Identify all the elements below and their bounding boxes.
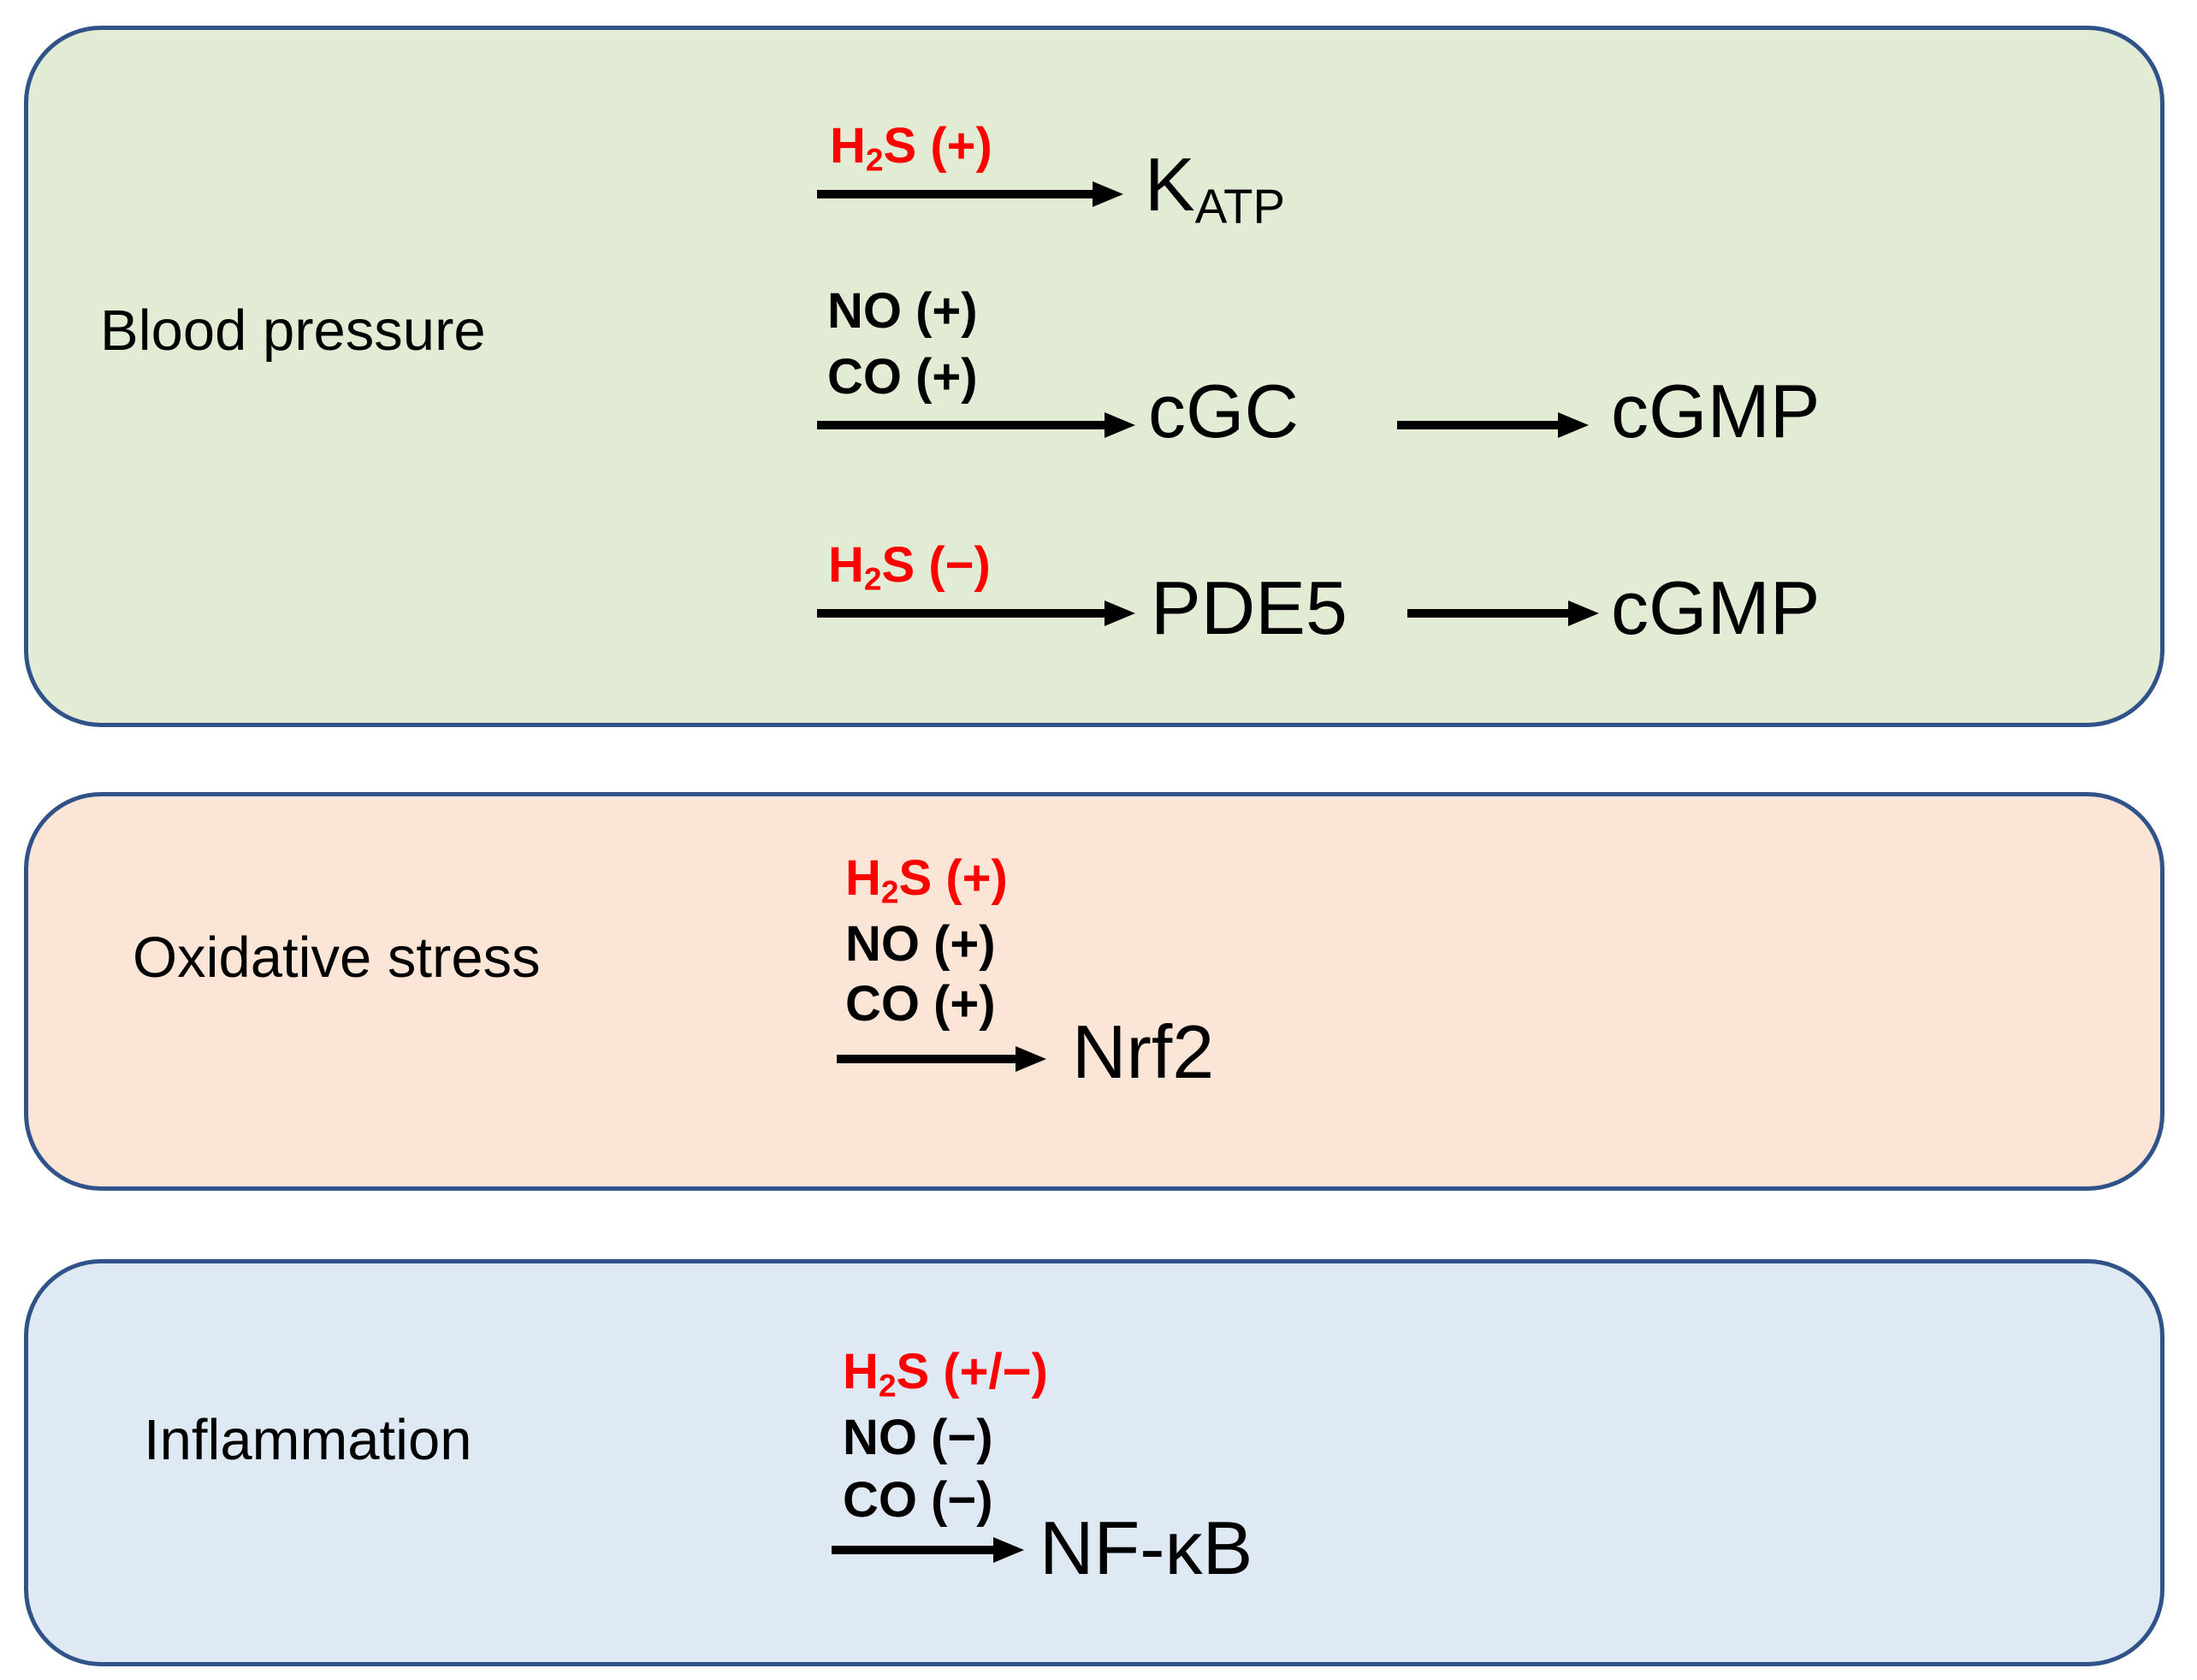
arrowhead-icon [1093, 181, 1123, 207]
reagent-no-plus-ox: NO (+) [845, 916, 996, 972]
panel-oxidative-stress: Oxidative stress H2S (+) NO (+) CO (+) N… [24, 792, 2164, 1191]
panel-inflammation: Inflammation H2S (+/−) NO (−) CO (−) NF-… [24, 1259, 2164, 1666]
panel-blood-pressure: Blood pressure H2S (+) KATP NO (+) CO (+… [24, 26, 2164, 727]
arrow-shaft [1407, 609, 1568, 618]
arrowhead-icon [1016, 1046, 1046, 1072]
panel-title-inflammation: Inflammation [144, 1408, 472, 1472]
reagent-co-minus: CO (−) [843, 1472, 993, 1528]
arrowhead-icon [1568, 600, 1599, 626]
product-nrf2: Nrf2 [1072, 1009, 1215, 1094]
reagent-h2s-minus: H2S (−) [828, 537, 991, 597]
reagent-h2s-plusminus: H2S (+/−) [843, 1344, 1048, 1404]
arrow-gases-to-nfkb [832, 1537, 1024, 1563]
arrow-pde5-to-cgmp [1407, 600, 1599, 626]
reagent-h2s-plus: H2S (+) [830, 118, 992, 178]
arrowhead-icon [993, 1537, 1024, 1563]
arrow-shaft [817, 190, 1093, 198]
product-katp: KATP [1145, 142, 1286, 234]
arrow-shaft [817, 609, 1104, 618]
reagent-no-minus: NO (−) [843, 1410, 993, 1465]
arrow-gases-to-nrf2 [837, 1046, 1046, 1072]
arrowhead-icon [1104, 412, 1135, 438]
product-cgmp-row2: cGMP [1611, 369, 1821, 453]
product-nfkb: NF-κB [1039, 1505, 1253, 1590]
reagent-co-plus-ox: CO (+) [845, 976, 996, 1032]
arrow-shaft [837, 1055, 1016, 1063]
arrowhead-icon [1558, 412, 1589, 438]
arrow-h2s-to-katp [817, 181, 1123, 207]
arrow-shaft [1397, 421, 1558, 429]
product-cgmp-row3: cGMP [1611, 565, 1821, 650]
arrow-noco-to-cgc [817, 412, 1135, 438]
arrow-cgc-to-cgmp [1397, 412, 1589, 438]
product-cgc: cGC [1148, 369, 1299, 453]
arrow-h2s-to-pde5 [817, 600, 1135, 626]
reagent-h2s-plus-ox: H2S (+) [845, 850, 1008, 910]
arrow-shaft [832, 1546, 993, 1554]
arrow-shaft [817, 421, 1104, 429]
panel-title-blood-pressure: Blood pressure [100, 299, 486, 363]
reagent-no-plus: NO (+) [827, 283, 978, 339]
reagent-co-plus: CO (+) [827, 349, 978, 405]
product-pde5: PDE5 [1151, 565, 1347, 650]
arrowhead-icon [1104, 600, 1135, 626]
panel-title-oxidative-stress: Oxidative stress [133, 926, 541, 990]
